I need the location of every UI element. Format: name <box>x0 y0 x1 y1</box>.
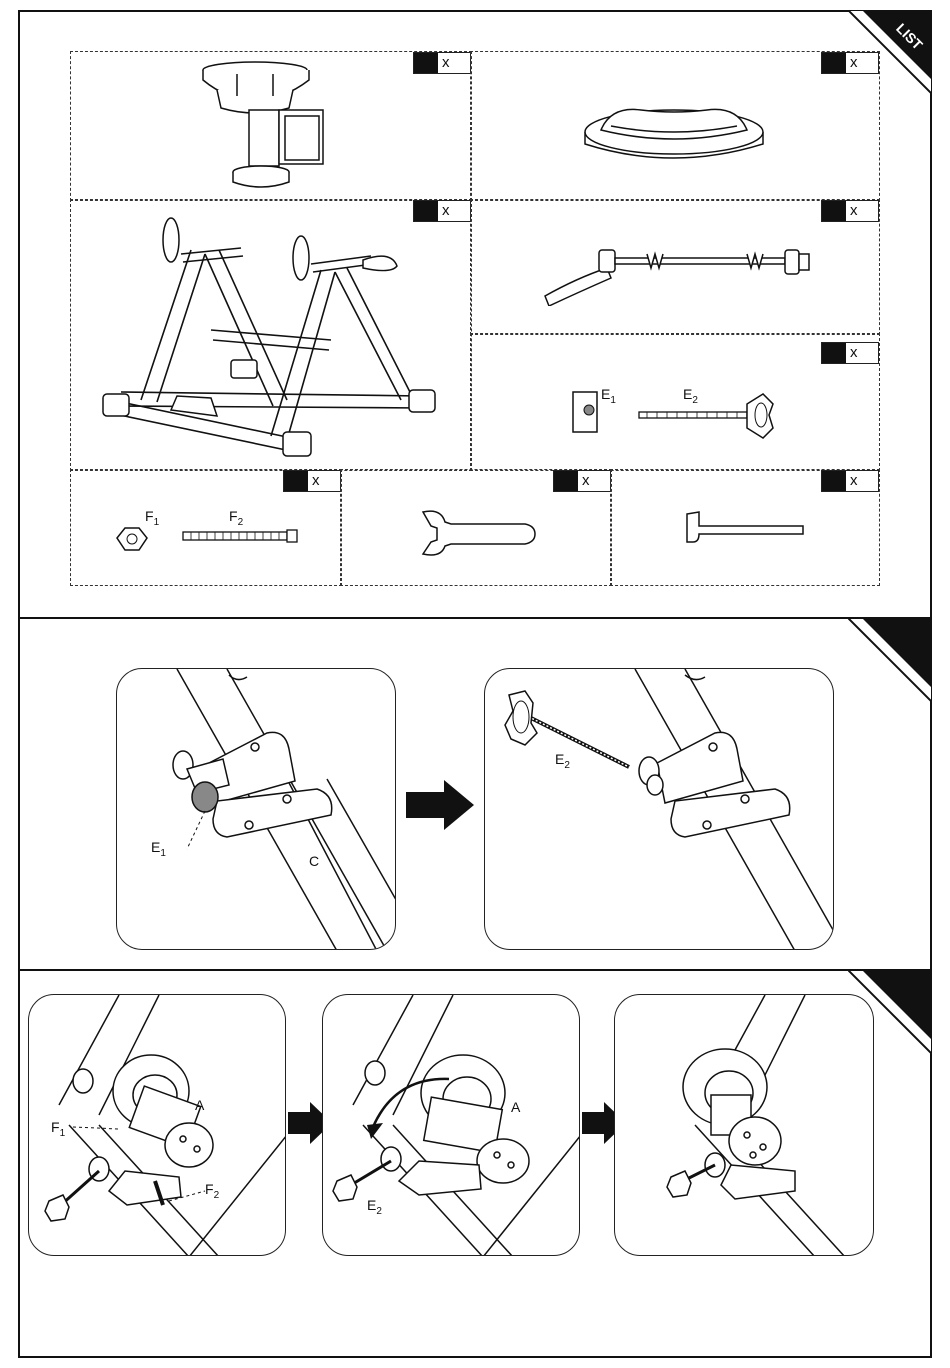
label-e1: E1 <box>601 386 616 406</box>
riser-block-drawing <box>581 92 771 172</box>
part-cell-resistance-unit: x <box>70 51 472 201</box>
label-a: A <box>195 1097 204 1113</box>
label-f1: F1 <box>51 1119 65 1139</box>
section-divider <box>18 617 932 619</box>
quantity-box: x <box>821 52 879 74</box>
part-cell-nut-bolt: x F1 F2 <box>70 469 342 586</box>
knob-screw-e2-drawing <box>637 390 787 440</box>
step2-panel3-drawing <box>615 995 874 1256</box>
trainer-frame-drawing <box>101 210 441 460</box>
quantity-box: x <box>821 200 879 222</box>
wrench-drawing <box>411 506 541 556</box>
label-a: A <box>511 1099 520 1115</box>
step1-panel2-drawing <box>485 669 834 950</box>
quantity-box: x <box>821 470 879 492</box>
section-divider <box>18 969 932 971</box>
part-cell-skewer: x <box>470 199 880 335</box>
step-arrow-icon <box>406 780 476 830</box>
label-f2: F2 <box>205 1181 219 1201</box>
quantity-box: x <box>283 470 341 492</box>
part-cell-frame: x <box>70 199 472 471</box>
part-cell-wrench: x <box>340 469 612 586</box>
label-e1: E1 <box>151 839 166 859</box>
step-corner-tag <box>848 618 932 702</box>
step1-panel1: E1 C <box>116 668 396 950</box>
hex-key-drawing <box>681 506 811 556</box>
step1-panel1-drawing <box>117 669 396 950</box>
nut-plate-e1-drawing <box>571 390 601 440</box>
step2-panel1-drawing <box>29 995 286 1256</box>
resistance-unit-drawing <box>197 60 347 195</box>
step2-panel1: A F1 F2 <box>28 994 286 1256</box>
quantity-box: x <box>413 52 471 74</box>
step2-panel2-drawing <box>323 995 580 1256</box>
label-e2: E2 <box>367 1197 382 1217</box>
quick-release-skewer-drawing <box>537 236 817 306</box>
step1-panel2: E2 <box>484 668 834 950</box>
label-c: C <box>309 853 319 869</box>
quantity-box: x <box>821 342 879 364</box>
label-e2: E2 <box>555 751 570 771</box>
part-cell-hex-key: x <box>610 469 880 586</box>
nut-bolt-drawing <box>111 520 311 560</box>
part-cell-riser-block: x <box>470 51 880 201</box>
parts-list: x x <box>70 51 880 586</box>
step2-panel2: A E2 <box>322 994 580 1256</box>
quantity-box: x <box>553 470 611 492</box>
part-cell-knob-screw: x E1 E2 <box>470 333 880 471</box>
step2-panel3 <box>614 994 874 1256</box>
